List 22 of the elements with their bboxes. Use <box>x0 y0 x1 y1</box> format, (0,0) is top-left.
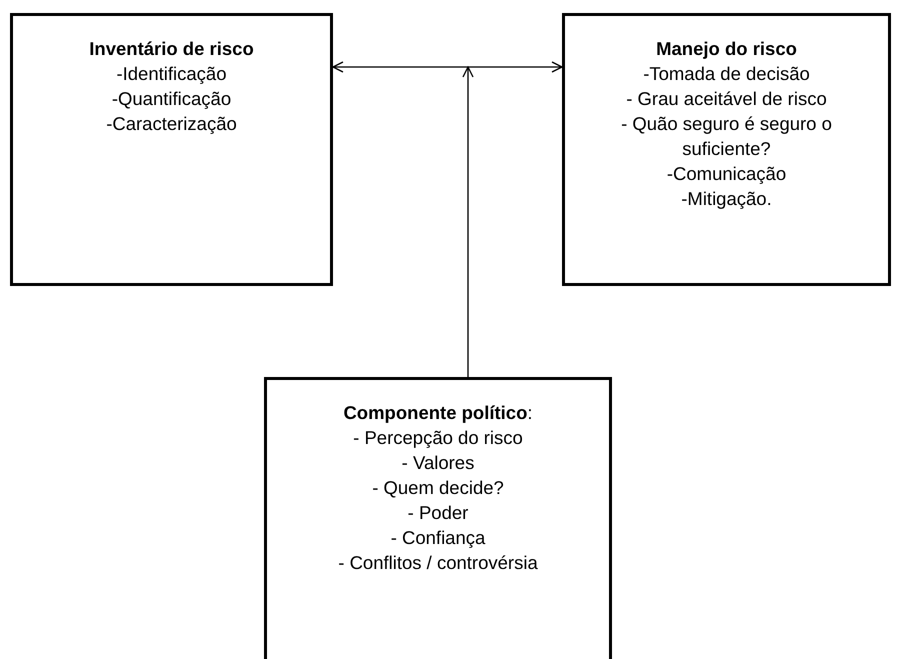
list-item: - Percepção do risco <box>353 426 523 450</box>
list-item: - Conflitos / controvérsia <box>338 551 538 575</box>
list-item: -Identificação <box>116 62 227 86</box>
box-heading: Manejo do risco <box>656 37 797 61</box>
list-item: - Poder <box>408 501 468 525</box>
text-box <box>562 13 891 286</box>
box-heading: Inventário de risco <box>89 37 254 61</box>
arrow <box>462 66 474 377</box>
list-item: -Quantificação <box>112 87 232 111</box>
text-box <box>10 13 333 286</box>
list-item: -Caracterização <box>106 112 237 136</box>
list-item: - Quão seguro é seguro o suficiente? <box>620 112 833 161</box>
list-item: - Confiança <box>390 526 486 550</box>
list-item: -Mitigação. <box>681 187 772 211</box>
text-box <box>264 377 612 659</box>
arrow <box>332 61 563 73</box>
list-item: -Comunicação <box>666 162 786 186</box>
list-item: - Grau aceitável de risco <box>626 87 827 111</box>
list-item: - Quem decide? <box>372 476 504 500</box>
box-heading: Componente político: <box>343 401 533 425</box>
list-item: -Tomada de decisão <box>643 62 810 86</box>
list-item: - Valores <box>402 451 474 475</box>
